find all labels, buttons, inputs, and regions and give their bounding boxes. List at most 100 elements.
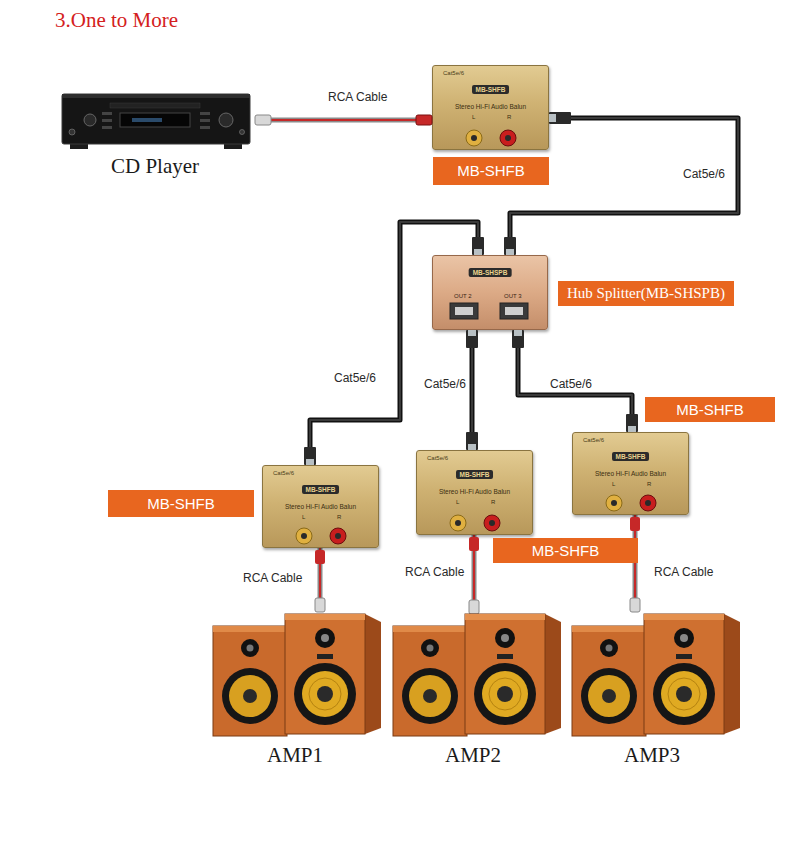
speaker-illustration (465, 614, 545, 734)
speaker-illustration (393, 614, 561, 736)
speaker-illustration (321, 634, 329, 642)
rca-cable (633, 515, 638, 612)
cd-player-illustration (62, 94, 250, 98)
cd-player-illustration (84, 114, 96, 126)
rca-plug (630, 517, 640, 531)
product-label: Stereo Hi-Fi Audio Balun (595, 470, 666, 477)
speaker-illustration (581, 668, 637, 724)
cd-player-illustration (219, 113, 233, 127)
speaker-illustration (423, 689, 437, 703)
speaker-illustration (222, 668, 278, 724)
audio-balun: Cat5e/6MB-SHFBStereo Hi-Fi Audio BalunLR (262, 465, 379, 548)
model-tag: Hub Splitter(MB-SHSPB) (558, 281, 734, 306)
speaker-illustration (317, 686, 333, 702)
model-tag: MB-SHFB (108, 490, 254, 517)
cd-player-illustration (102, 126, 112, 129)
model-tag: MB-SHFB (493, 538, 638, 563)
speaker-illustration (545, 614, 561, 734)
cable-core (319, 548, 321, 612)
cable-label: RCA Cable (405, 566, 464, 580)
rca-plug (416, 115, 432, 125)
rj45-plug (472, 237, 484, 255)
product-label: Stereo Hi-Fi Audio Balun (455, 103, 526, 110)
port-label: OUT 3 (504, 293, 522, 300)
speaker-illustration (588, 675, 630, 717)
cd-player-illustration (62, 94, 250, 149)
speaker-illustration (676, 654, 692, 659)
channel-label: R (337, 514, 341, 521)
model-badge: MB-SHFB (612, 452, 650, 461)
port-label: Cat5e/6 (583, 437, 604, 444)
diagram-title: 3.One to More (55, 8, 178, 33)
audio-balun: Cat5e/6MB-SHFBStereo Hi-Fi Audio BalunLR (432, 65, 549, 150)
cd-player-illustration (224, 143, 242, 149)
speaker-illustration (393, 626, 467, 736)
cd-player: CD Player (55, 88, 255, 188)
speaker-illustration (213, 614, 381, 736)
rj45-plug (504, 237, 516, 255)
cable-label: Cat5e/6 (683, 168, 725, 182)
speaker-illustration (402, 668, 458, 724)
speaker-illustration (474, 663, 536, 725)
speaker-illustration (409, 675, 451, 717)
speaker-illustration (572, 614, 740, 736)
cable-core (473, 535, 475, 612)
speaker-illustration (501, 634, 509, 642)
cd-player-illustration (102, 112, 112, 115)
port-label: OUT 2 (454, 293, 472, 300)
rca-plug (255, 115, 432, 125)
cable-label: RCA Cable (654, 566, 713, 580)
speaker-illustration (674, 628, 694, 648)
rca-plug (255, 115, 271, 125)
speaker-illustration (676, 686, 692, 702)
network-cable (470, 330, 475, 450)
speaker-illustration (213, 626, 287, 736)
model-badge: MB-SHFB (456, 470, 494, 479)
channel-label: L (612, 481, 615, 488)
speaker-illustration (229, 675, 271, 717)
speaker-illustration (572, 626, 646, 632)
model-badge: MB-SHFB (472, 85, 510, 94)
cd-player-illustration (200, 112, 210, 115)
tag-text: MB-SHFB (532, 542, 600, 559)
rj45-plug (626, 414, 638, 432)
speaker-illustration (302, 671, 348, 717)
speaker-illustration (495, 628, 515, 648)
port-label: Cat5e/6 (443, 70, 464, 77)
speaker-illustration (653, 663, 715, 725)
speaker-illustration (285, 614, 365, 734)
speaker-pair: AMP2 (383, 612, 563, 777)
cd-player-illustration (62, 94, 250, 144)
speaker-illustration (606, 645, 613, 652)
cable-label: Cat5e/6 (334, 372, 376, 386)
cable-label: RCA Cable (243, 572, 302, 586)
tag-text: MB-SHFB (676, 401, 744, 418)
speaker-pair: AMP1 (205, 612, 385, 777)
channel-label: L (472, 114, 475, 121)
cable-core (471, 330, 473, 450)
rj45-plug (514, 330, 522, 336)
rj45-plug (549, 112, 571, 124)
device-label: CD Player (111, 154, 199, 178)
speaker-illustration (365, 614, 381, 734)
speaker-illustration (247, 645, 254, 652)
rca-plug (315, 598, 325, 612)
speaker-illustration (317, 654, 333, 659)
speaker-illustration (644, 614, 724, 620)
speaker-illustration (489, 678, 521, 710)
product-label: Stereo Hi-Fi Audio Balun (439, 488, 510, 495)
speaker-illustration (309, 678, 341, 710)
rca-plug (315, 550, 325, 564)
channel-label: L (302, 514, 305, 521)
speaker-illustration (285, 614, 365, 620)
channel-label: R (491, 499, 495, 506)
speaker-illustration (497, 654, 513, 659)
device-label: AMP2 (445, 743, 501, 767)
tag-text: Hub Splitter(MB-SHSPB) (567, 285, 725, 302)
cable-label: Cat5e/6 (550, 378, 592, 392)
speaker-illustration (294, 663, 356, 725)
tag-text: MB-SHFB (147, 495, 215, 512)
speaker-illustration (465, 614, 545, 620)
